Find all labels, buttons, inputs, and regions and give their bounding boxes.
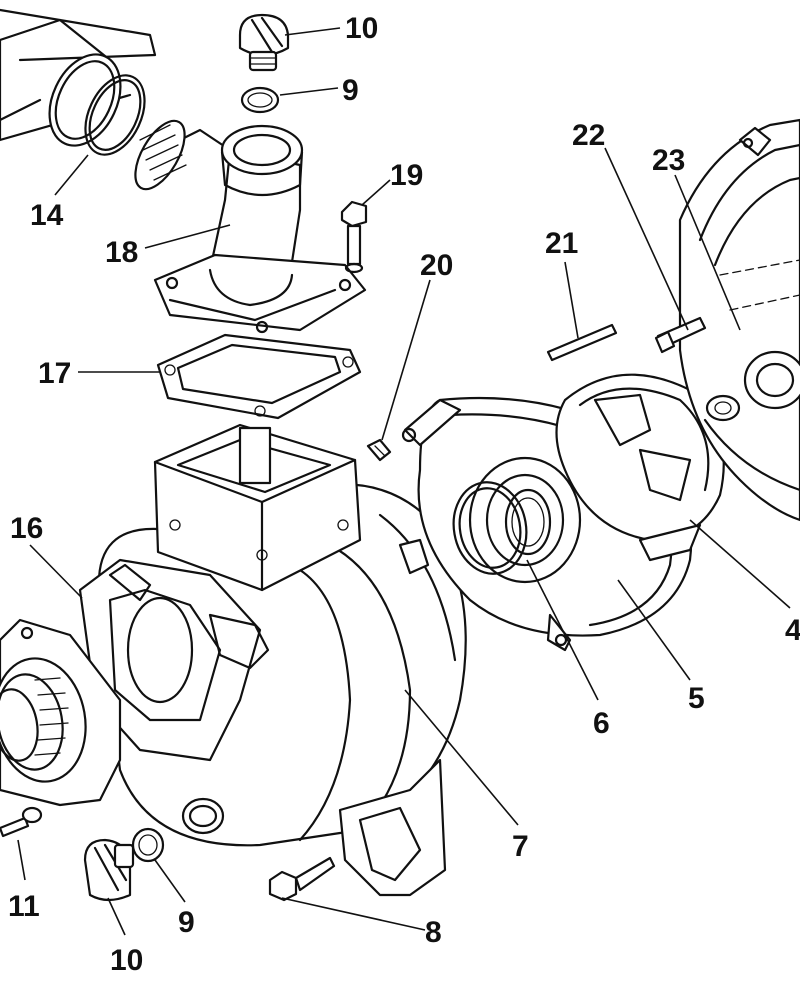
- bolt-8: [268, 856, 336, 902]
- callout-6: 6: [593, 707, 610, 740]
- callout-23: 23: [652, 144, 685, 177]
- callout-14: 14: [30, 199, 64, 232]
- callout-8: 8: [425, 916, 442, 949]
- bolt-11: [0, 806, 43, 838]
- callout-18: 18: [105, 236, 138, 269]
- callout-22: 22: [572, 119, 605, 152]
- discharge-elbow-18: [134, 119, 367, 334]
- callout-labels: 10 9 14 18 19 17 20 22 23 21 16 4 5 6 7 …: [8, 12, 800, 977]
- callout-9-top: 9: [342, 74, 359, 107]
- callout-4: 4: [785, 614, 800, 647]
- callout-10-top: 10: [345, 12, 378, 45]
- cap-10-bottom: [83, 838, 135, 902]
- impeller-4: [555, 373, 725, 562]
- callout-10-bottom: 10: [110, 944, 143, 977]
- callout-11: 11: [8, 890, 40, 923]
- bolt-19: [340, 200, 368, 274]
- engine-bracket-23: [678, 118, 800, 522]
- callout-17: 17: [38, 357, 71, 390]
- callout-19: 19: [390, 159, 423, 192]
- suction-coupling-left: [0, 618, 122, 807]
- gasket-17: [156, 333, 362, 420]
- callout-5: 5: [688, 682, 705, 715]
- callout-7: 7: [512, 830, 529, 863]
- callout-9-bottom: 9: [178, 906, 195, 939]
- cap-10-top: [238, 13, 290, 72]
- hose-coupling-top-left: [0, 8, 157, 147]
- mechanical-seal-6: [452, 481, 552, 575]
- gasket-9-bottom: [131, 827, 165, 863]
- callout-16: 16: [10, 512, 43, 545]
- discharge-neck: [153, 423, 362, 592]
- o-ring-14: [84, 74, 146, 156]
- callout-21: 21: [545, 227, 578, 260]
- gasket-9-top: [240, 86, 280, 114]
- leader-lines: [17, 27, 791, 936]
- pin-21: [546, 323, 618, 362]
- pump-casing-7: [78, 483, 467, 897]
- callout-20: 20: [420, 249, 453, 282]
- clip-20: [366, 438, 392, 462]
